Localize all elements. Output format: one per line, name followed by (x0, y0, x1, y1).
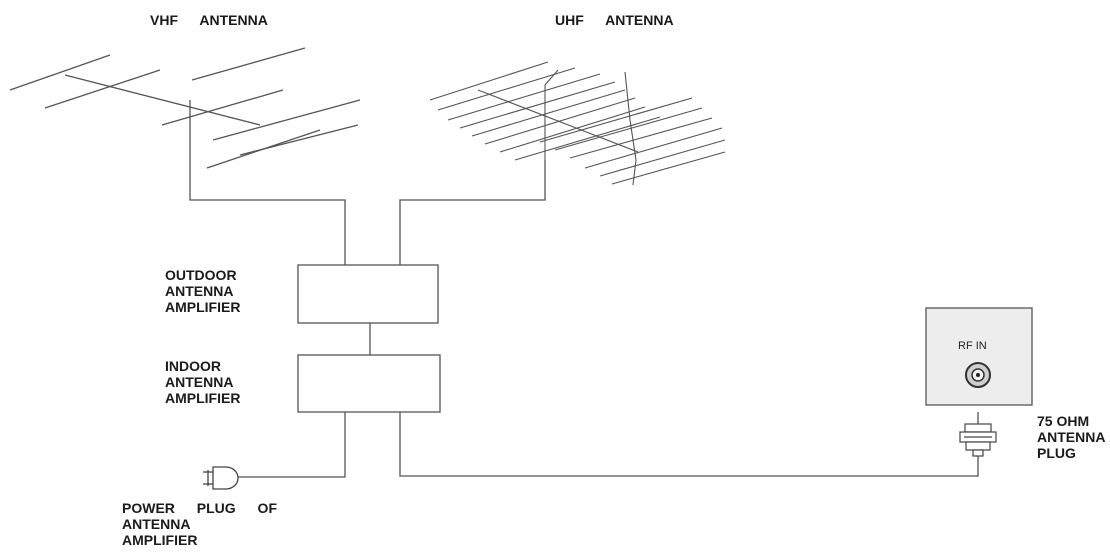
vhf-element (44, 69, 161, 109)
uhf-element (429, 61, 549, 101)
uhf-dipole-left (544, 69, 559, 160)
rf-in-label: RF IN (958, 340, 987, 352)
vhf-antenna (9, 47, 361, 268)
uhf-antenna-label: UHF ANTENNA (555, 12, 674, 28)
vhf-boom (64, 74, 261, 126)
vhf-antenna-label: VHF ANTENNA (150, 12, 268, 28)
power-plug-icon (203, 466, 239, 490)
uhf-element (539, 97, 693, 143)
outdoor-amplifier-box (297, 264, 439, 324)
uhf-element (599, 139, 726, 177)
vhf-element (239, 124, 359, 156)
power-plug-label: POWER PLUG OF ANTENNA AMPLIFIER (122, 500, 277, 548)
uhf-element (459, 81, 616, 129)
uhf-element (471, 89, 626, 137)
ohm-plug-label: 75 OHM ANTENNA PLUG (1037, 413, 1106, 461)
uhf-element (611, 151, 726, 185)
uhf-element (484, 97, 636, 145)
vhf-element (212, 99, 361, 141)
indoor-amplifier-box (297, 354, 441, 413)
uhf-dipole-right (624, 71, 637, 186)
rf-in-wall-plate (925, 307, 1033, 406)
vhf-element (191, 47, 306, 81)
coax-cable-line (399, 412, 979, 477)
uhf-element (514, 116, 661, 161)
uhf-element (554, 107, 703, 151)
power-cord-line (238, 412, 346, 478)
indoor-amplifier-label: INDOOR ANTENNA AMPLIFIER (165, 358, 241, 406)
uhf-antenna (399, 61, 726, 268)
uhf-element (447, 73, 601, 121)
antenna-plug-icon (959, 412, 997, 457)
vhf-feed-line (189, 100, 346, 268)
vhf-element (9, 54, 111, 91)
uhf-element (569, 117, 713, 159)
uhf-element (584, 127, 723, 169)
vhf-element (161, 89, 284, 126)
uhf-feed-line (399, 160, 546, 268)
uhf-boom (477, 89, 639, 153)
outdoor-amplifier-label: OUTDOOR ANTENNA AMPLIFIER (165, 267, 241, 315)
uhf-element (437, 67, 576, 111)
uhf-element (499, 106, 646, 153)
